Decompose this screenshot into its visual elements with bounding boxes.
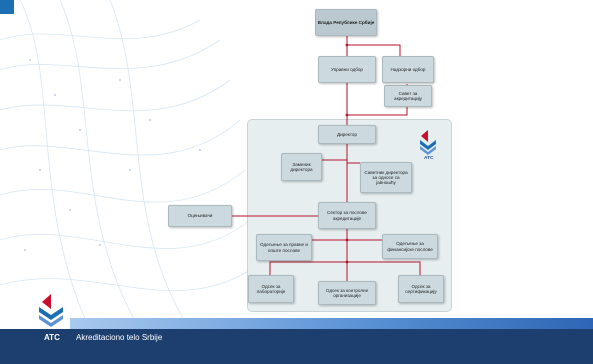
node-laboratory-section: Одсек за лабораторије: [248, 275, 294, 303]
node-director-advisor: Саветник директора за односе са јавношћу: [360, 162, 412, 193]
node-government: Влада Републике Србије: [315, 9, 377, 36]
footer-abbreviation: ATC: [44, 333, 60, 342]
node-management-board: Управни одбор: [318, 56, 376, 83]
node-finance-department: Одељење за финансијске послове: [382, 234, 438, 259]
node-supervisory-board: Надзорни одбор: [382, 56, 434, 83]
footer-organization-name: Akreditaciono telo Srbije: [76, 333, 163, 342]
footer-logo-icon: [39, 294, 63, 327]
footer-bar: [0, 329, 593, 364]
node-inspection-section: Одсек за контролне организације: [318, 281, 376, 305]
node-legal-department: Одељење за правне и опште послове: [256, 234, 312, 261]
node-deputy-director: Заменик директора: [281, 153, 322, 181]
node-certification-section: Одсек за сертификацију: [398, 275, 444, 303]
ats-logo-icon: [420, 130, 436, 155]
footer-gradient-band: [70, 318, 593, 329]
node-accreditation-council: Савет за акредитацију: [384, 85, 432, 107]
node-assessors: Оцењивачи: [168, 205, 232, 227]
ats-logo-text: ATC: [424, 156, 434, 161]
node-director: Директор: [318, 125, 376, 144]
node-accreditation-sector: Сектор за послове акредитације: [318, 202, 376, 229]
corner-accent: [0, 0, 14, 14]
